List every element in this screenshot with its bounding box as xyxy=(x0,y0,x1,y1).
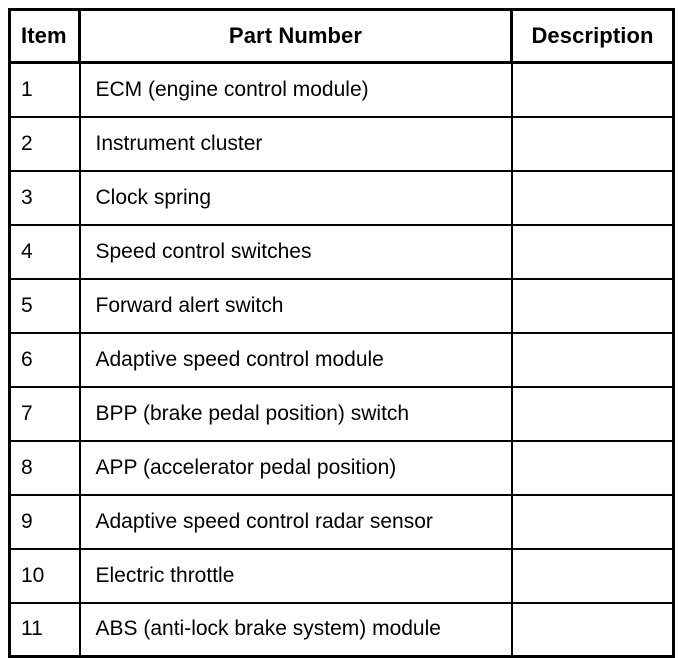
column-header-item: Item xyxy=(8,8,81,64)
cell-item: 5 xyxy=(8,277,81,334)
cell-part-number: APP (accelerator pedal position) xyxy=(78,439,513,496)
table-row: 4 Speed control switches xyxy=(8,223,675,280)
cell-item: 2 xyxy=(8,115,81,172)
cell-part-number: Clock spring xyxy=(78,169,513,226)
cell-part-number: Instrument cluster xyxy=(78,115,513,172)
table-row: 9 Adaptive speed control radar sensor xyxy=(8,493,675,550)
cell-part-number: Speed control switches xyxy=(78,223,513,280)
cell-part-number: ABS (anti-lock brake system) module xyxy=(78,601,513,658)
table-row: 6 Adaptive speed control module xyxy=(8,331,675,388)
table-row: 1 ECM (engine control module) xyxy=(8,61,675,118)
cell-item: 6 xyxy=(8,331,81,388)
cell-item: 8 xyxy=(8,439,81,496)
table-row: 3 Clock spring xyxy=(8,169,675,226)
table-row: 8 APP (accelerator pedal position) xyxy=(8,439,675,496)
cell-item: 4 xyxy=(8,223,81,280)
cell-part-number: Forward alert switch xyxy=(78,277,513,334)
table-row: 11 ABS (anti-lock brake system) module xyxy=(8,601,675,658)
cell-description xyxy=(510,331,675,388)
cell-item: 10 xyxy=(8,547,81,604)
cell-part-number: ECM (engine control module) xyxy=(78,61,513,118)
table-row: 10 Electric throttle xyxy=(8,547,675,604)
cell-description xyxy=(510,493,675,550)
column-header-description: Description xyxy=(510,8,675,64)
cell-part-number: Adaptive speed control radar sensor xyxy=(78,493,513,550)
cell-part-number: Electric throttle xyxy=(78,547,513,604)
table-header-row: Item Part Number Description xyxy=(8,8,675,64)
cell-description xyxy=(510,223,675,280)
cell-description xyxy=(510,115,675,172)
cell-item: 9 xyxy=(8,493,81,550)
table-row: 2 Instrument cluster xyxy=(8,115,675,172)
cell-part-number: Adaptive speed control module xyxy=(78,331,513,388)
cell-item: 3 xyxy=(8,169,81,226)
cell-item: 11 xyxy=(8,601,81,658)
cell-part-number: BPP (brake pedal position) switch xyxy=(78,385,513,442)
table-body: 1 ECM (engine control module) 2 Instrume… xyxy=(8,61,675,658)
cell-description xyxy=(510,547,675,604)
column-header-part-number: Part Number xyxy=(78,8,513,64)
cell-item: 7 xyxy=(8,385,81,442)
cell-description xyxy=(510,385,675,442)
cell-description xyxy=(510,439,675,496)
cell-description xyxy=(510,601,675,658)
cell-description xyxy=(510,277,675,334)
table-row: 5 Forward alert switch xyxy=(8,277,675,334)
cell-description xyxy=(510,61,675,118)
parts-table: Item Part Number Description 1 ECM (engi… xyxy=(8,8,675,658)
table-header: Item Part Number Description xyxy=(8,8,675,64)
cell-description xyxy=(510,169,675,226)
table-row: 7 BPP (brake pedal position) switch xyxy=(8,385,675,442)
cell-item: 1 xyxy=(8,61,81,118)
